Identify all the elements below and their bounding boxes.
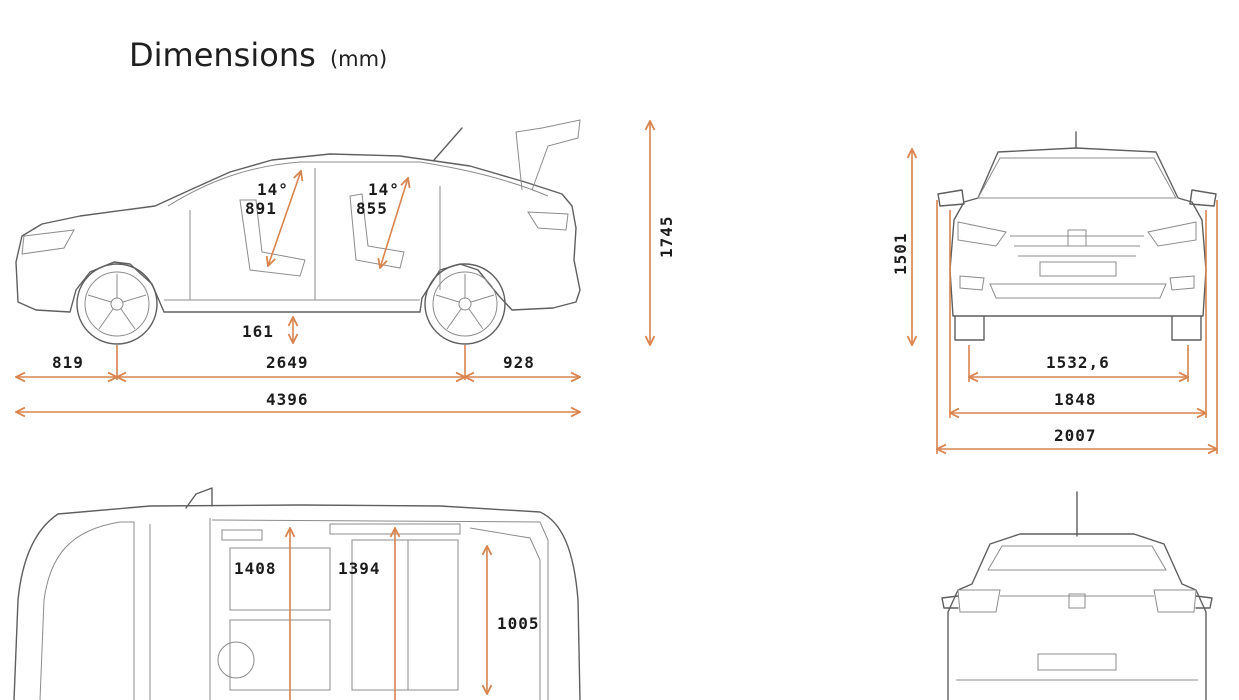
top-view-dimensions: 1408 1394 1005	[234, 528, 540, 700]
rear-overhang-label: 928	[503, 353, 535, 372]
front-view-plate	[1039, 261, 1117, 277]
side-view-front-wheel	[76, 263, 158, 345]
rear-seat-angle-label: 14°	[368, 180, 400, 199]
top-view-front-seats	[229, 547, 331, 691]
front-view-fog-lights	[959, 275, 1195, 291]
front-headroom-arrow	[268, 171, 301, 266]
mirror-width-label: 2007	[1054, 426, 1097, 445]
side-view-door-opening	[189, 168, 441, 300]
front-elbow-label: 1408	[234, 559, 277, 578]
front-headroom-label: 891	[245, 199, 277, 218]
side-view-headlight	[21, 229, 75, 255]
front-view-lower-intake	[989, 283, 1167, 299]
front-view-logo	[1067, 229, 1087, 247]
rear-view-right-taillight	[1153, 589, 1197, 613]
front-view-right-tire	[1171, 315, 1202, 341]
overall-length-label: 4396	[266, 390, 309, 409]
rear-view-right-mirror	[1195, 595, 1213, 609]
side-view-front-seat	[239, 199, 306, 277]
rear-view-car	[941, 491, 1213, 700]
title-text: Dimensions	[129, 36, 316, 74]
top-view-hood	[39, 521, 135, 700]
top-view-trunk	[469, 527, 541, 700]
front-view-windshield	[977, 157, 1177, 199]
rear-view-rear-window	[987, 545, 1167, 571]
title-unit: (mm)	[329, 47, 388, 71]
front-view-right-mirror	[1189, 189, 1217, 207]
front-view-left-headlight	[957, 221, 1007, 247]
top-view-left-mirror	[185, 487, 213, 509]
wheelbase-label: 2649	[266, 353, 309, 372]
front-view-body-outline	[949, 147, 1207, 317]
side-view-body-outline	[15, 153, 581, 313]
top-view-dashboard	[221, 523, 461, 541]
top-view-cabin	[211, 519, 549, 700]
side-view-dimensions: 14° 891 14° 855 161 819 2649 928 4396 17…	[16, 121, 676, 412]
page-title: Dimensions (mm)	[129, 36, 387, 74]
trunk-length-label: 1005	[497, 614, 540, 633]
width-label: 1848	[1054, 390, 1097, 409]
front-overhang-label: 819	[52, 353, 84, 372]
side-view-rear-wheel	[424, 263, 506, 345]
side-view-trunk-lid	[515, 119, 581, 191]
top-view-front-door	[149, 518, 211, 700]
front-view-dimensions: 1501 1532,6 1848 2007	[891, 149, 1217, 454]
rear-elbow-label: 1394	[338, 559, 381, 578]
front-seat-angle-label: 14°	[257, 180, 289, 199]
top-view-steering-wheel	[217, 641, 255, 679]
side-view-antenna	[433, 127, 463, 161]
ground-clearance-label: 161	[242, 322, 274, 341]
top-view-car	[13, 487, 581, 700]
rear-headroom-label: 855	[356, 199, 388, 218]
front-view-left-mirror	[937, 189, 965, 207]
front-height-label: 1501	[891, 232, 910, 275]
overall-height-label: 1745	[657, 215, 676, 258]
side-view-taillight	[527, 211, 569, 231]
front-view-right-headlight	[1147, 221, 1197, 247]
side-view-roof-line	[167, 161, 549, 207]
rear-view-body-outline	[947, 533, 1207, 700]
rear-view-logo	[1068, 593, 1086, 609]
front-view-car	[937, 131, 1217, 341]
top-view-rear-bench	[351, 539, 459, 691]
top-view-body-outline	[13, 504, 581, 700]
rear-view-left-taillight	[957, 589, 1001, 613]
rear-view-left-mirror	[941, 595, 959, 609]
front-view-left-tire	[954, 315, 985, 341]
rear-view-plate	[1037, 653, 1117, 671]
track-label: 1532,6	[1046, 353, 1110, 372]
side-view-car	[15, 119, 581, 345]
rear-headroom-arrow	[380, 178, 408, 268]
